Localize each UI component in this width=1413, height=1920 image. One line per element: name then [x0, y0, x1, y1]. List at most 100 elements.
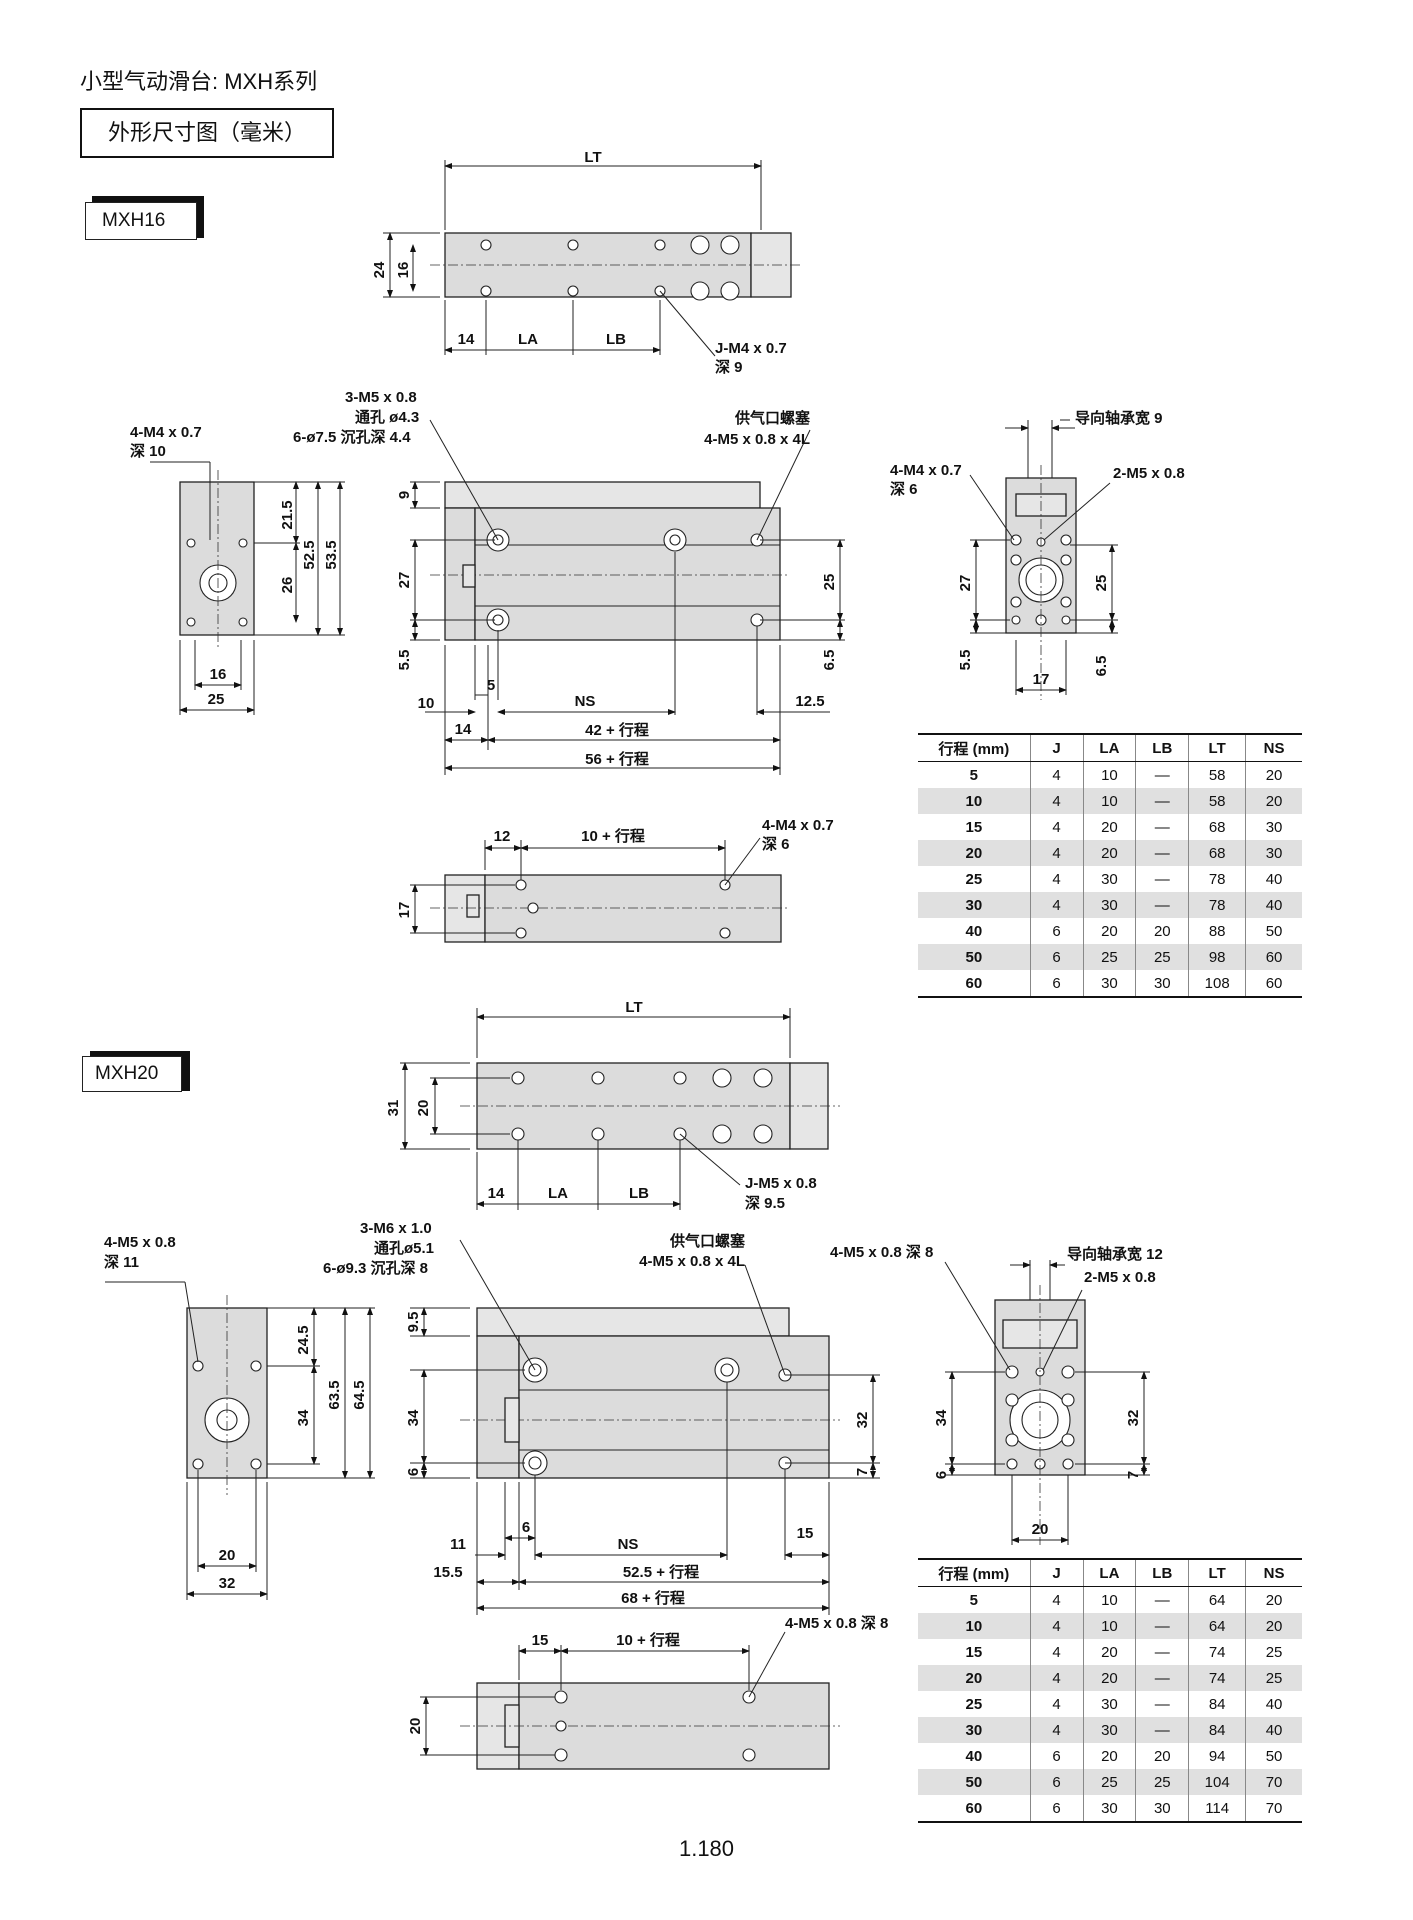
- table-cell: 50: [918, 944, 1031, 970]
- table-header: LT: [1188, 733, 1246, 762]
- mxh16-e-5-5: 5.5: [957, 650, 974, 671]
- table-cell: 4: [1029, 1613, 1083, 1639]
- mxh16-f-14: 14: [455, 721, 472, 738]
- mxh16-f-5-5: 5.5: [396, 650, 413, 671]
- mxh16-side-16: 16: [210, 666, 227, 683]
- table-cell: 25: [1135, 944, 1189, 970]
- mxh16-side-25: 25: [208, 691, 225, 708]
- mxh20-side-view: [105, 1281, 375, 1600]
- mxh20-f-32: 32: [854, 1412, 871, 1429]
- mxh20-f-34: 34: [405, 1409, 422, 1426]
- mxh16-b-12: 12: [494, 828, 511, 845]
- table-cell: 78: [1188, 892, 1246, 918]
- table-cell: 108: [1188, 970, 1246, 998]
- table-cell: 25: [965, 870, 983, 888]
- mxh16-e-27: 27: [957, 575, 974, 592]
- mxh20-side-thread: 4-M5 x 0.8: [104, 1234, 176, 1251]
- table-cell: 20: [918, 840, 1031, 866]
- mxh20-e-guide: 导向轴承宽 12: [1067, 1245, 1163, 1263]
- table-cell: 20: [1082, 840, 1136, 866]
- table-cell: 4: [1029, 788, 1083, 814]
- mxh16-port-1: 供气口螺塞: [734, 409, 811, 427]
- table-cell: 60: [1245, 970, 1302, 998]
- mxh20-e-6: 6: [933, 1471, 950, 1479]
- table-header: J: [1029, 733, 1083, 762]
- mxh20-lt-label: LT: [625, 999, 642, 1016]
- mxh20-f-6b: 6: [522, 1519, 530, 1536]
- table-cell: 20: [1245, 761, 1302, 788]
- table-cell: 4: [1029, 1665, 1083, 1691]
- table-cell: 68: [1188, 840, 1246, 866]
- table-cell: 4: [1029, 866, 1083, 892]
- mxh20-e-2m5: 2-M5 x 0.8: [1084, 1269, 1156, 1286]
- table-cell: 25: [1082, 1769, 1136, 1795]
- mxh20-side-depth: 深 11: [104, 1253, 139, 1271]
- table-cell: 10: [1082, 1586, 1136, 1613]
- mxh16-h24-label: 24: [371, 261, 388, 278]
- table-cell: 84: [1188, 1691, 1246, 1717]
- mxh16-f-25: 25: [821, 574, 838, 591]
- table-cell: 6: [1029, 918, 1083, 944]
- mxh16-d14-label: 14: [458, 331, 475, 348]
- table-cell: 20: [1245, 1613, 1302, 1639]
- table-cell: —: [1135, 1717, 1189, 1743]
- mxh16-f-9: 9: [396, 491, 413, 499]
- mxh16-b-10: 10 + 行程: [581, 827, 645, 845]
- table-cell: —: [1135, 1613, 1189, 1639]
- table-cell: 4: [1029, 892, 1083, 918]
- table-cell: 84: [1188, 1717, 1246, 1743]
- table-cell: 4: [1029, 1717, 1083, 1743]
- table-cell: 30: [1135, 970, 1189, 998]
- table-header: NS: [1245, 733, 1302, 762]
- table-cell: 20: [1135, 918, 1189, 944]
- mxh20-side-64-5: 64.5: [351, 1380, 368, 1409]
- mxh16-e-2m5: 2-M5 x 0.8: [1113, 465, 1185, 482]
- table-cell: 4: [1029, 761, 1083, 788]
- table-cell: —: [1135, 866, 1189, 892]
- mxh20-port-2: 4-M5 x 0.8 x 4L: [639, 1253, 745, 1270]
- mxh16-side-26: 26: [279, 577, 296, 594]
- mxh20-j-thread: J-M5 x 0.8: [745, 1175, 817, 1192]
- table-header: LA: [1082, 1558, 1136, 1587]
- mxh20-la: LA: [548, 1185, 568, 1202]
- mxh16-f-12-5: 12.5: [795, 693, 824, 710]
- table-header: NS: [1245, 1558, 1302, 1587]
- table-cell: —: [1135, 1665, 1189, 1691]
- table-cell: 15: [965, 1643, 983, 1661]
- mxh20-side-34: 34: [295, 1409, 312, 1426]
- mxh20-b-20: 20: [407, 1718, 424, 1735]
- table-cell: 10: [1082, 1613, 1136, 1639]
- table-cell: 20: [1082, 1743, 1136, 1769]
- mxh16-f-27: 27: [396, 572, 413, 589]
- table-cell: 94: [1188, 1743, 1246, 1769]
- mxh16-side-53-5: 53.5: [323, 540, 340, 569]
- table-cell: 60: [918, 1795, 1031, 1823]
- table-cell: 58: [1188, 788, 1246, 814]
- table-header: LA: [1082, 733, 1136, 762]
- mxh20-port-1: 供气口螺塞: [669, 1232, 746, 1250]
- table-header: LT: [1188, 1558, 1246, 1587]
- table-cell: 50: [918, 1769, 1031, 1795]
- mxh20-e-thread: 4-M5 x 0.8 深 8: [830, 1243, 933, 1261]
- table-cell: 60: [918, 970, 1031, 998]
- table-cell: 10: [1082, 788, 1136, 814]
- mxh16-b-depth: 深 6: [762, 835, 790, 853]
- table-cell: 68: [1188, 814, 1246, 840]
- table-cell: 30: [1082, 866, 1136, 892]
- mxh20-f-68: 68 + 行程: [621, 1589, 685, 1607]
- mxh16-h16-label: 16: [395, 262, 412, 279]
- table-cell: 30: [1082, 892, 1136, 918]
- table-cell: 104: [1188, 1769, 1246, 1795]
- mxh20-f-52: 52.5 + 行程: [623, 1563, 699, 1581]
- table-cell: 4: [1029, 1639, 1083, 1665]
- table-cell: 4: [1029, 1691, 1083, 1717]
- table-cell: 88: [1188, 918, 1246, 944]
